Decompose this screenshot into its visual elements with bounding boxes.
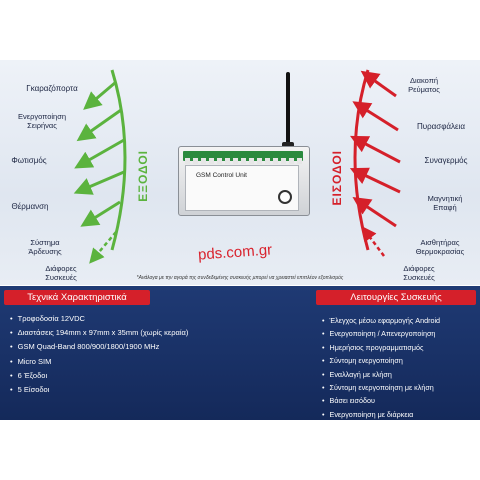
spec-item: 6 Έξοδοι xyxy=(10,369,188,383)
spec-item: Τροφοδοσία 12VDC xyxy=(10,312,188,326)
function-item: Βάσει εισόδου xyxy=(322,394,440,407)
outputs-title: ΕΞΟΔΟΙ xyxy=(136,150,150,202)
output-arrow xyxy=(80,200,121,227)
function-item: Εναλλαγή με κλήση xyxy=(322,368,440,381)
output-label-heating: Θέρμανση xyxy=(11,202,49,211)
input-arrow xyxy=(360,70,397,98)
output-arrow xyxy=(74,138,125,169)
output-label-siren: Ενεργοποίηση Σειρήνας xyxy=(17,112,67,130)
function-item: Έλεγχος μέσω εφαρμογής Android xyxy=(322,314,441,327)
device-logo-icon xyxy=(278,190,292,204)
specs-header: Τεχνικά Χαρακτηριστικά xyxy=(4,290,150,305)
function-item: Ενεργοποίηση με διάρκεια xyxy=(322,408,440,421)
device-front-panel: GSM Control Unit xyxy=(185,165,299,211)
function-item: Ημερήσιος προγραμματισμός xyxy=(322,341,440,354)
spec-item: Micro SIM xyxy=(10,355,188,369)
functions-list: Έλεγχος μέσω εφαρμογής Android Ενεργοποί… xyxy=(322,314,441,421)
device-label: GSM Control Unit xyxy=(196,172,247,179)
specs-list: Τροφοδοσία 12VDC Διαστάσεις 194mm x 97mm… xyxy=(10,312,189,397)
inputs-title: ΕΙΣΟΔΟΙ xyxy=(330,150,344,206)
function-item: Σύντομη ενεργοποίηση με κλήση xyxy=(322,381,440,394)
input-label-other-devices: Διάφορες Συσκευές xyxy=(403,264,435,282)
outputs-arc xyxy=(110,69,127,251)
spec-item: 5 Είσοδοι xyxy=(10,383,188,397)
output-arrow xyxy=(83,80,117,110)
spec-item: Διαστάσεις 194mm x 97mm x 35mm (χωρίς κε… xyxy=(10,326,189,340)
output-label-other-devices: Διάφορες Συσκευές xyxy=(45,264,77,282)
input-arrow xyxy=(352,101,399,132)
output-label-lighting: Φωτισμός xyxy=(11,156,47,165)
terminal-block xyxy=(183,151,303,164)
io-diagram xyxy=(73,69,401,264)
gsm-control-unit: GSM Control Unit xyxy=(178,146,310,216)
input-arrow xyxy=(349,167,401,194)
output-arrow xyxy=(89,231,117,264)
output-arrow xyxy=(73,170,125,195)
input-arrow xyxy=(361,226,385,257)
functions-header: Λειτουργίες Συσκευής xyxy=(316,290,476,305)
input-label-alarm: Συναγερμός xyxy=(424,156,468,165)
footnote: *Ανάλογα με την αγορά της συνδεδεμένης σ… xyxy=(136,275,344,281)
input-arrow xyxy=(350,135,401,164)
input-label-temperature-sensor: Αισθητήρας Θερμοκρασίας xyxy=(415,238,465,256)
output-arrow xyxy=(76,108,122,142)
input-label-fire-alarm: Πυρασφάλεια xyxy=(416,122,466,131)
input-label-power-failure: Διακοπή Ρεύματος xyxy=(408,76,440,94)
output-label-garage-door: Γκαραζόπορτα xyxy=(26,84,78,93)
function-item: Ενεργοποίηση / Απενεργοποίηση xyxy=(322,327,440,340)
input-label-magnetic-contact: Μαγνητική Επαφή xyxy=(427,194,463,212)
input-arrow xyxy=(352,197,397,228)
antenna-icon xyxy=(286,72,290,148)
output-label-irrigation: Σύστημα Άρδευσης xyxy=(28,238,62,256)
spec-item: GSM Quad-Band 800/900/1800/1900 MHz xyxy=(10,340,188,354)
function-item: Σύντομη ενεργοποίηση xyxy=(322,354,440,367)
inputs-arc xyxy=(353,69,370,251)
